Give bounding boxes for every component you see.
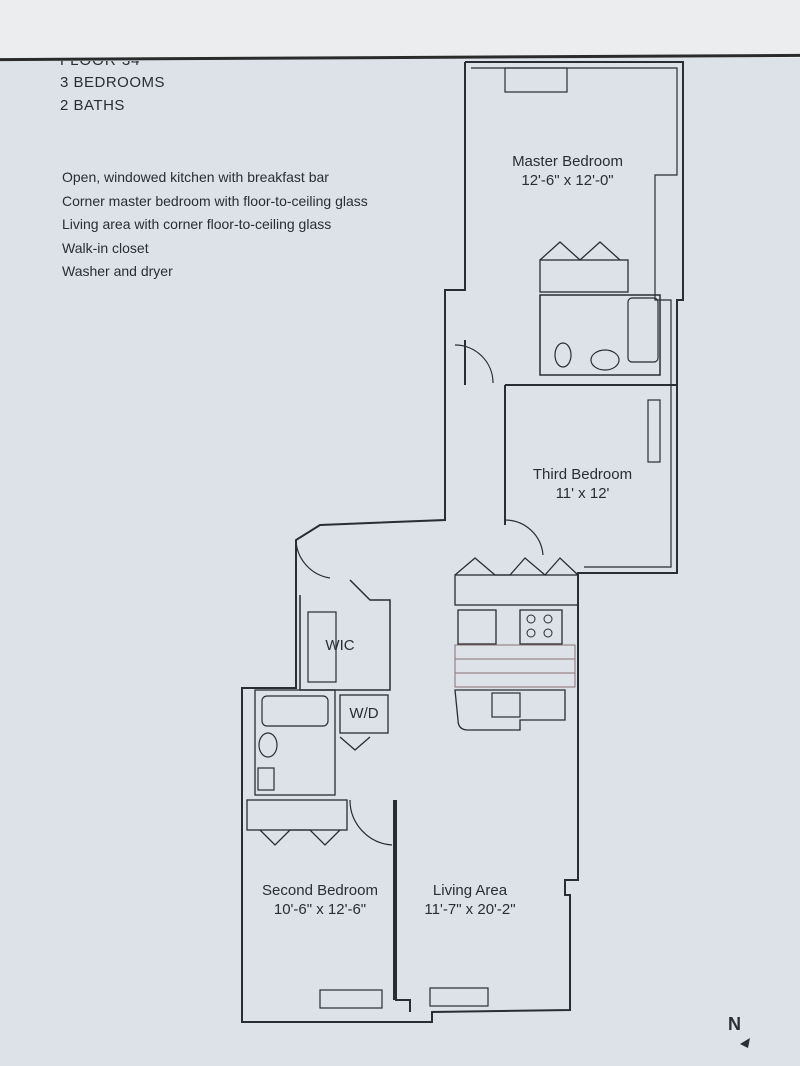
window xyxy=(647,399,661,463)
window xyxy=(319,989,383,1009)
window xyxy=(504,67,568,93)
baths-count: 2 BATHS xyxy=(60,97,125,114)
feature-item: Corner master bedroom with floor-to-ceil… xyxy=(62,192,368,209)
outer-wall xyxy=(241,61,684,1023)
bathtub xyxy=(261,695,329,727)
fridge xyxy=(457,609,497,645)
toilet xyxy=(257,767,275,791)
wic-walls xyxy=(299,579,391,691)
window xyxy=(429,987,489,1007)
feature-item: Open, windowed kitchen with breakfast ba… xyxy=(62,169,329,185)
closet xyxy=(246,799,348,831)
room-size: 12'-6" x 12'-0" xyxy=(521,172,614,189)
feature-item: Washer and dryer xyxy=(62,263,173,279)
room-size: 10'-6" x 12'-6" xyxy=(273,901,367,918)
north-arrow-icon xyxy=(740,1038,750,1048)
room-wd: W/D xyxy=(349,705,379,722)
door-swing xyxy=(349,799,393,846)
features-list: Open, windowed kitchen with breakfast ba… xyxy=(62,166,368,284)
feature-item: Living area with corner floor-to-ceiling… xyxy=(62,216,332,232)
stove xyxy=(519,609,563,645)
room-living-area: Living Area 11'-7" x 20'-2" xyxy=(410,881,530,919)
kitchen-counter xyxy=(454,689,566,731)
closet xyxy=(539,259,629,293)
bath-2 xyxy=(254,689,336,796)
page-top-background xyxy=(0,0,800,58)
feature-item: Walk-in closet xyxy=(62,239,149,256)
room-size: 11' x 12' xyxy=(555,485,610,502)
door-swing xyxy=(454,344,494,384)
washer-dryer xyxy=(339,694,389,734)
master-bath xyxy=(539,294,661,376)
kitchen-sink xyxy=(491,692,521,718)
room-name: Living Area xyxy=(432,882,508,899)
room-wic: WIC xyxy=(325,637,355,654)
room-second-bedroom: Second Bedroom 10'-6" x 12'-6" xyxy=(250,881,390,919)
breakfast-bar xyxy=(454,644,576,688)
floor-label: FLOOR 34 xyxy=(60,61,141,69)
room-master-bedroom: Master Bedroom 12'-6" x 12'-0" xyxy=(495,152,640,190)
bathtub xyxy=(627,297,659,363)
sink xyxy=(258,732,278,758)
kitchen-cabinets xyxy=(454,574,579,606)
room-third-bedroom: Third Bedroom 11' x 12' xyxy=(515,465,650,503)
toilet xyxy=(554,342,572,368)
north-label: N xyxy=(728,1014,741,1034)
room-size: 11'-7" x 20'-2" xyxy=(424,901,516,918)
room-name: Third Bedroom xyxy=(532,466,633,483)
room-name: Master Bedroom xyxy=(512,153,623,170)
sink xyxy=(590,349,620,371)
outer-wall-inner xyxy=(471,67,678,568)
room-name: Second Bedroom xyxy=(262,882,378,899)
door-swing xyxy=(295,539,331,579)
bedrooms-count: 3 BEDROOMS xyxy=(60,74,166,91)
door-swing xyxy=(504,519,544,556)
